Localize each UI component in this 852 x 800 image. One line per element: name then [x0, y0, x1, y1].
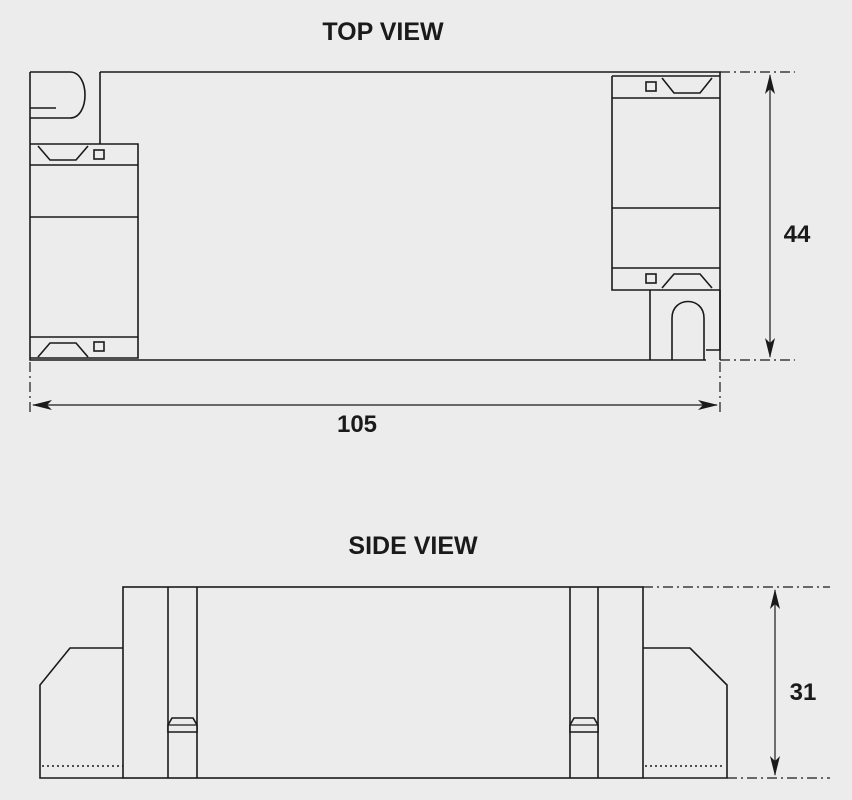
top-view-title: TOP VIEW: [322, 18, 444, 46]
side-view-dimensions: [643, 586, 830, 779]
top-view-dimensions: [29, 71, 795, 415]
height-dimension-label: 44: [784, 221, 811, 248]
side-view-title: SIDE VIEW: [348, 532, 478, 560]
top-view-body: [29, 71, 721, 361]
width-dimension-label: 105: [337, 411, 377, 438]
side-height-dimension-label: 31: [790, 679, 817, 706]
side-view-body: [39, 586, 728, 779]
